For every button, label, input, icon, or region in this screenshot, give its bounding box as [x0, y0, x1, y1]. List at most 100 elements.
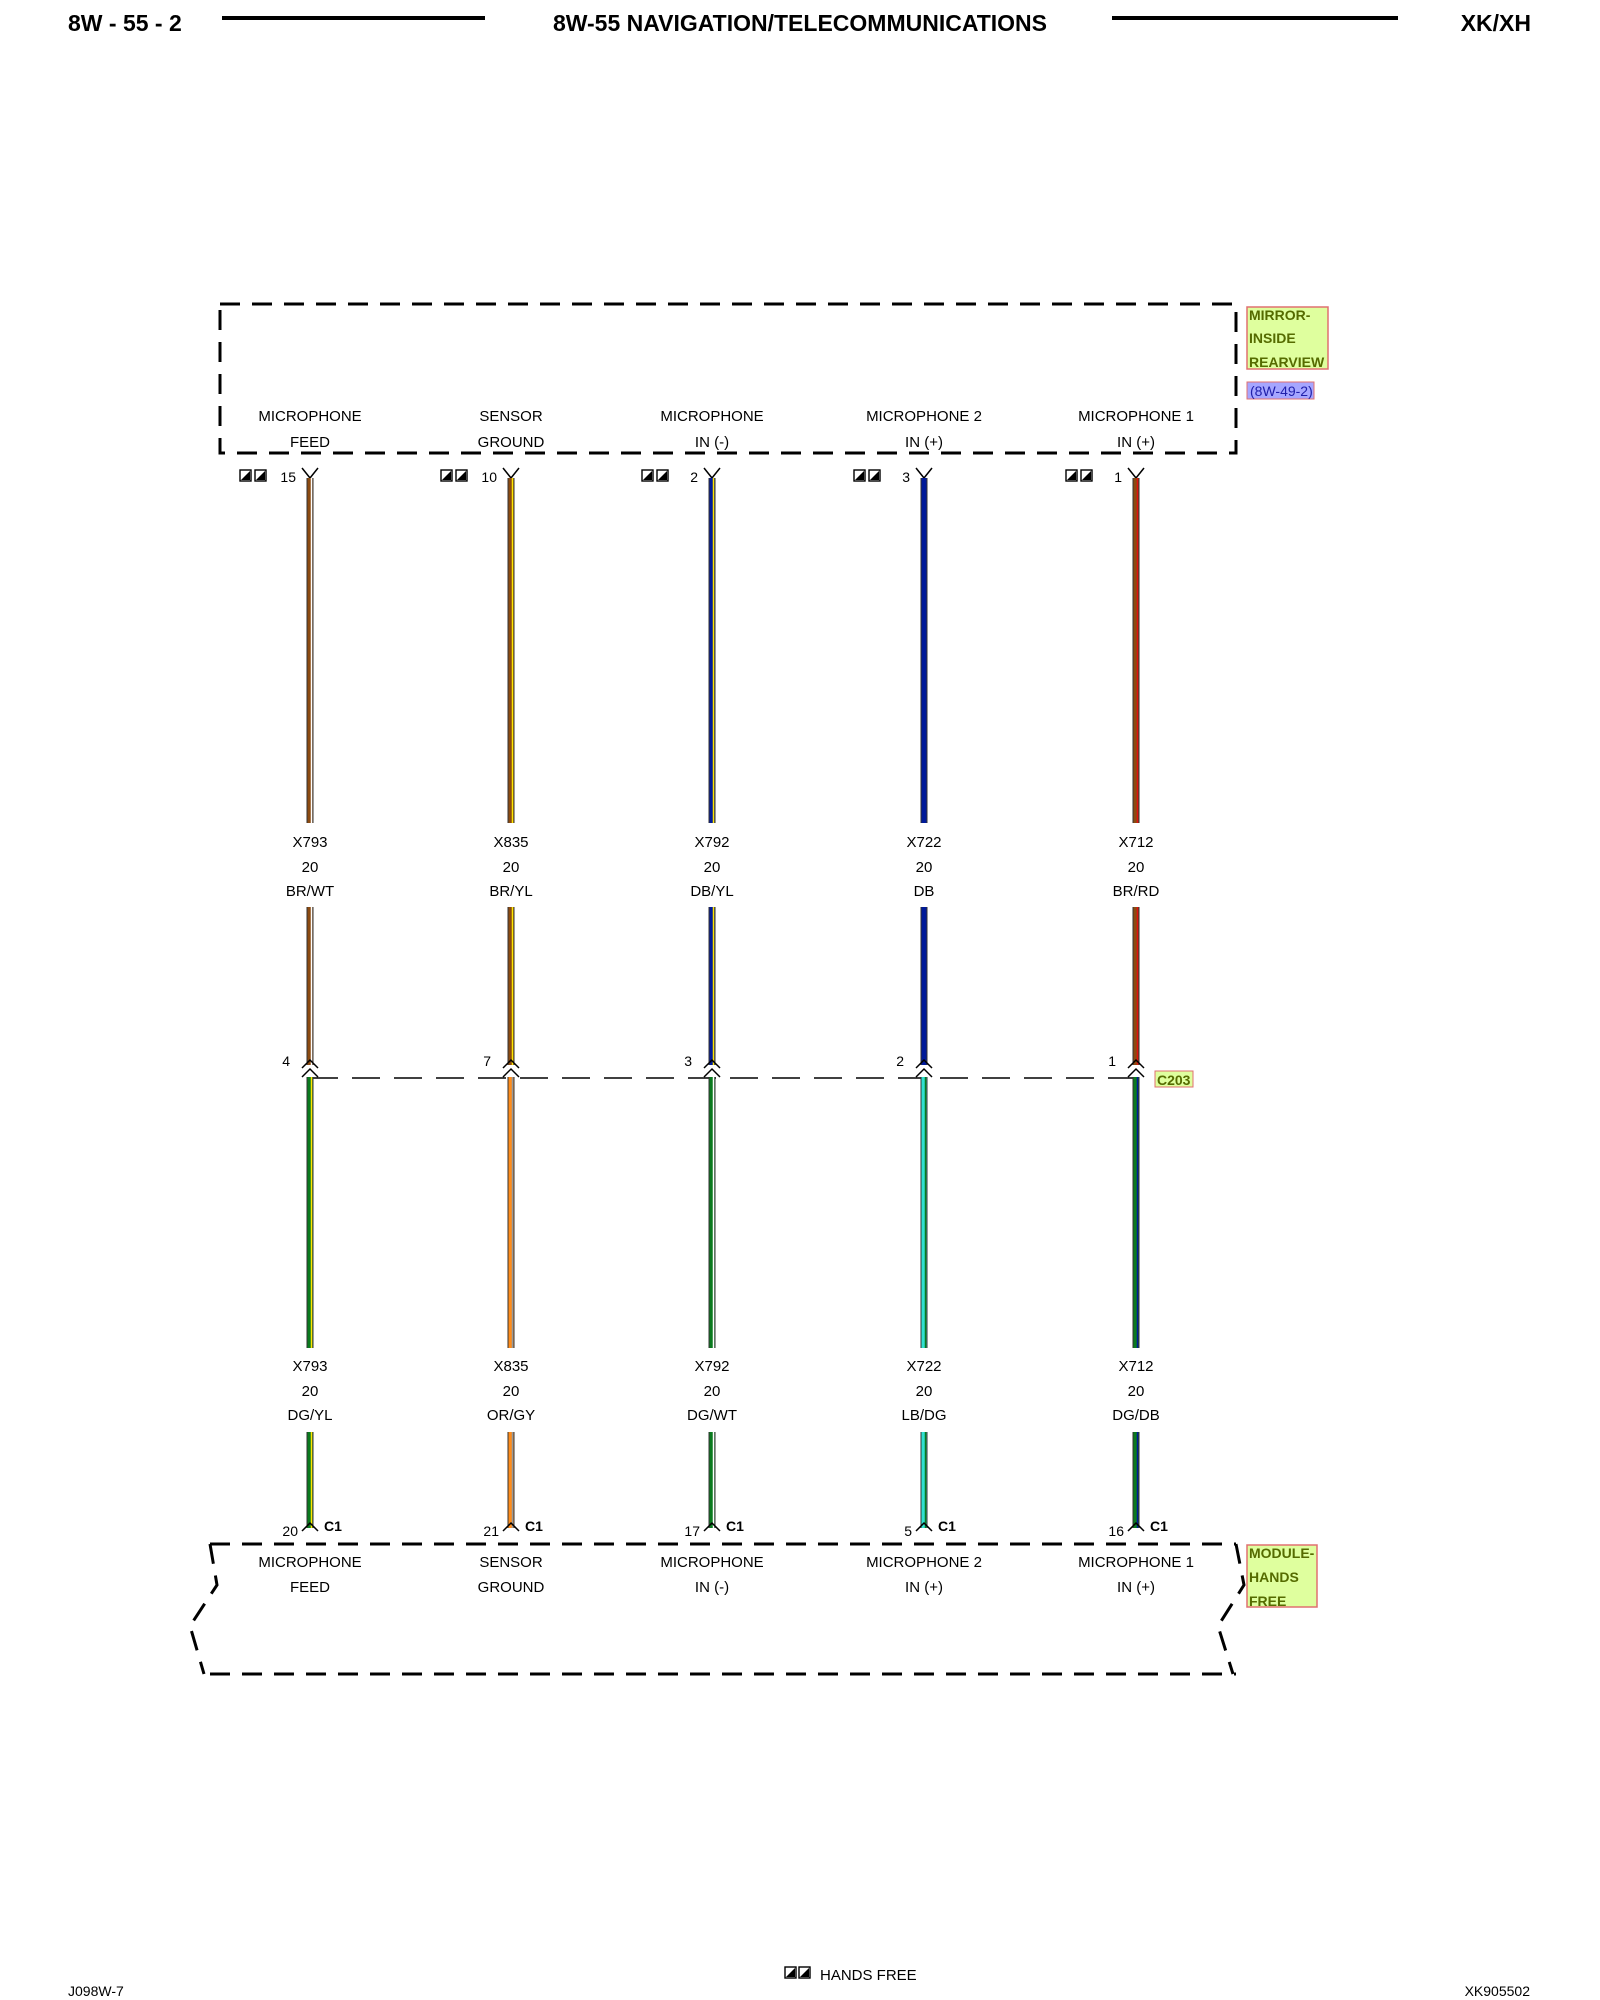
- mirror-ref-box[interactable]: [1246, 381, 1315, 400]
- module-pin-label: GROUND: [478, 1579, 545, 1596]
- mirror-pin-number: 1: [1114, 469, 1122, 485]
- lower-wire: [708, 1077, 716, 1348]
- hands-free-option-icon: [641, 469, 669, 482]
- module-name-line-2: HANDS: [1249, 1569, 1299, 1585]
- lower-wire: [306, 1077, 314, 1348]
- module-connector-name: C1: [938, 1518, 956, 1534]
- mirror-pin-label: MICROPHONE: [660, 408, 763, 425]
- upper-wire-gauge: 20: [1128, 859, 1145, 876]
- mirror-pin-number: 2: [690, 469, 698, 485]
- upper-wire: [507, 478, 515, 823]
- module-pin-number: 5: [904, 1523, 912, 1539]
- lower-wire-lower-segment: [306, 1432, 314, 1528]
- footer-right-code: XK905502: [1465, 1983, 1531, 1999]
- model-code: XK/XH: [1461, 10, 1531, 36]
- lower-wire: [507, 1077, 515, 1348]
- circuit-mic2-in-pos[interactable]: MICROPHONE 2IN (+)3X72220DB2X72220LB/DG5…: [853, 408, 982, 1596]
- mirror-pin-fork: [1127, 467, 1145, 480]
- c203-pin-number: 7: [483, 1053, 491, 1069]
- module-pin-splice: [1127, 1521, 1145, 1532]
- module-pin-label: MICROPHONE 1: [1078, 1554, 1194, 1571]
- hands-free-option-icon-fill-0: [442, 471, 451, 480]
- module-outline: [188, 1542, 1246, 1676]
- mirror-pin-label: SENSOR: [479, 408, 543, 425]
- upper-wire-lower-segment: [306, 907, 314, 1065]
- upper-wire-lower-segment: [708, 907, 716, 1065]
- lower-wire-circuit: X792: [694, 1358, 729, 1375]
- c203-pin-upper: [703, 1058, 721, 1069]
- lower-wire-lower-segment: [708, 1432, 716, 1528]
- page-footer: J098W-7 HANDS FREE XK905502: [68, 1966, 1531, 1999]
- hands-free-option-icon-fill-1: [256, 471, 265, 480]
- mirror-pin-label: FEED: [290, 434, 330, 451]
- mirror-name-box[interactable]: [1246, 306, 1329, 370]
- page-title: 8W-55 NAVIGATION/TELECOMMUNICATIONS: [553, 10, 1047, 36]
- c203-pin-lower: [301, 1067, 319, 1078]
- module-pin-number: 20: [282, 1523, 298, 1539]
- mirror-pin-label: IN (-): [695, 434, 729, 451]
- lower-wire: [1132, 1077, 1140, 1348]
- c203-pin-number: 2: [896, 1053, 904, 1069]
- upper-wire-circuit: X712: [1118, 834, 1153, 851]
- upper-wire-color: BR/YL: [489, 883, 532, 900]
- mirror-pin-number: 3: [902, 469, 910, 485]
- upper-wire: [1132, 478, 1140, 823]
- lower-wire-color: OR/GY: [487, 1407, 535, 1424]
- upper-wire-gauge: 20: [704, 859, 721, 876]
- hands-free-option-icon-fill-0: [855, 471, 864, 480]
- lower-wire-circuit: X722: [906, 1358, 941, 1375]
- c203-connector[interactable]: C203: [310, 1070, 1194, 1088]
- mirror-name-line-2: INSIDE: [1249, 330, 1296, 346]
- c203-pin-upper: [301, 1058, 319, 1069]
- upper-wire-gauge: 20: [503, 859, 520, 876]
- lower-wire: [920, 1077, 928, 1348]
- hands-free-option-icon: [239, 469, 267, 482]
- module-pin-number: 21: [483, 1523, 499, 1539]
- hands-free-option-icon: [1065, 469, 1093, 482]
- module-pin-label: MICROPHONE: [258, 1554, 361, 1571]
- upper-wire-gauge: 20: [916, 859, 933, 876]
- lower-wire-gauge: 20: [704, 1383, 721, 1400]
- mirror-pin-fork: [915, 467, 933, 480]
- mirror-component[interactable]: MIRROR- INSIDE REARVIEW (8W-49-2): [218, 302, 1329, 455]
- module-connector-name: C1: [525, 1518, 543, 1534]
- lower-wire-color: DG/YL: [287, 1407, 332, 1424]
- upper-wire-color: DB: [914, 883, 935, 900]
- mirror-pin-label: MICROPHONE 2: [866, 408, 982, 425]
- c203-label-box[interactable]: [1154, 1070, 1194, 1088]
- c203-pin-lower: [1127, 1067, 1145, 1078]
- mirror-pin-label: MICROPHONE: [258, 408, 361, 425]
- mirror-pin-number: 15: [280, 469, 296, 485]
- circuit-mic1-in-pos[interactable]: MICROPHONE 1IN (+)1X71220BR/RD1X71220DG/…: [1065, 408, 1194, 1596]
- mirror-ref-link[interactable]: (8W-49-2): [1250, 383, 1313, 399]
- module-name-box[interactable]: [1246, 1544, 1318, 1608]
- module-pin-number: 16: [1108, 1523, 1124, 1539]
- mirror-pin-number: 10: [481, 469, 497, 485]
- lower-wire-circuit: X835: [493, 1358, 528, 1375]
- hands-free-option-icon-fill-0: [643, 471, 652, 480]
- lower-wire-circuit: X712: [1118, 1358, 1153, 1375]
- circuit-mic-feed[interactable]: MICROPHONEFEED15X79320BR/WT4X79320DG/YL2…: [239, 408, 362, 1596]
- module-component[interactable]: MODULE- HANDS FREE: [188, 1542, 1318, 1676]
- hands-free-option-icon-fill-0: [1067, 471, 1076, 480]
- upper-wire-circuit: X793: [292, 834, 327, 851]
- upper-wire-color: DB/YL: [690, 883, 733, 900]
- module-pin-label: IN (+): [905, 1579, 943, 1596]
- mirror-pin-fork: [301, 467, 319, 480]
- module-pin-splice: [703, 1521, 721, 1532]
- mirror-pin-label: GROUND: [478, 434, 545, 451]
- mirror-outline: [218, 302, 1238, 455]
- module-pin-label: MICROPHONE: [660, 1554, 763, 1571]
- module-pin-label: SENSOR: [479, 1554, 543, 1571]
- hands-free-option-icon-fill-1: [658, 471, 667, 480]
- hands-free-legend-label: HANDS FREE: [820, 1967, 917, 1984]
- hands-free-option-icon-fill-1: [870, 471, 879, 480]
- module-connector-name: C1: [324, 1518, 342, 1534]
- lower-wire-circuit: X793: [292, 1358, 327, 1375]
- c203-pin-number: 1: [1108, 1053, 1116, 1069]
- module-pin-label: IN (+): [1117, 1579, 1155, 1596]
- hands-free-option-icon: [853, 469, 881, 482]
